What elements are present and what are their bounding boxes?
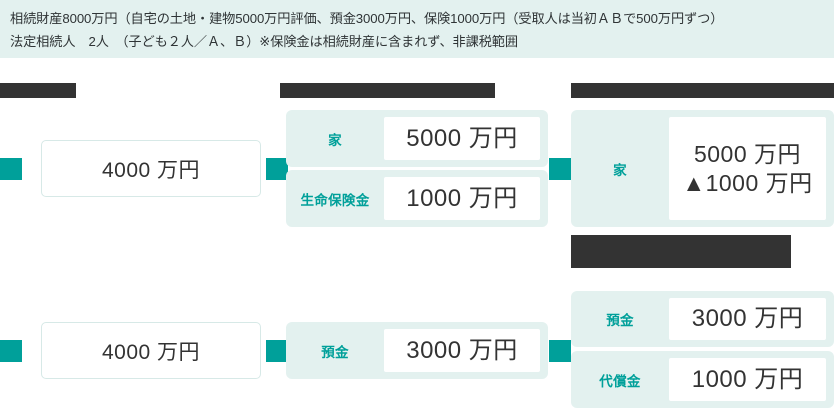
column-1-header-bar xyxy=(0,83,76,98)
column-3-row-deposit-value: 3000 万円 xyxy=(669,298,826,340)
column-1-top-amount-value: 4000 万円 xyxy=(101,158,201,182)
column-3-row-house-label: 家 xyxy=(613,162,627,178)
column-2-row-house-value-text: 5000 万円 xyxy=(406,124,518,152)
column-1-bottom-amount-box: 4000 万円 xyxy=(41,322,261,379)
column-3-row-deposit: 預金 3000 万円 xyxy=(571,291,834,347)
connector-square-left-bottom xyxy=(0,340,22,362)
column-3-row-compensation-value: 1000 万円 xyxy=(669,358,826,401)
column-2-row-life-insurance-label: 生命保険金 xyxy=(300,192,370,208)
connector-square-right-bottom xyxy=(549,340,571,362)
column-2-row-deposit-value-text: 3000 万円 xyxy=(406,336,518,364)
column-2-row-house-value: 5000 万円 xyxy=(384,117,540,160)
column-1-bottom-amount-value: 4000 万円 xyxy=(101,340,201,364)
column-2-row-life-insurance-value-text: 1000 万円 xyxy=(406,184,518,212)
column-3-row-house: 家 5000 万円 ▲1000 万円 xyxy=(571,110,834,227)
column-3-row-house-value-line-2: ▲1000 万円 xyxy=(682,169,813,196)
connector-square-mid-bottom xyxy=(266,340,288,362)
connector-square-right-top xyxy=(549,158,571,180)
column-2-row-deposit-label: 預金 xyxy=(321,344,349,360)
header-note-line-1: 相続財産8000万円（自宅の土地・建物5000万円評価、預金3000万円、保険1… xyxy=(10,11,724,26)
column-3-row-deposit-value-text: 3000 万円 xyxy=(691,305,804,333)
column-3-row-house-value-line-1: 5000 万円 xyxy=(693,141,802,168)
column-2-row-deposit: 預金 3000 万円 xyxy=(286,322,548,379)
column-2-row-house: 家 5000 万円 xyxy=(286,110,548,167)
column-3-header-bar xyxy=(571,83,834,98)
column-2-row-deposit-value: 3000 万円 xyxy=(384,329,540,372)
header-note-line-2: 法定相続人 2人 （子ども２人／Ａ、Ｂ）※保険金は相続財産に含まれず、非課税範囲 xyxy=(10,34,518,49)
column-3-row-compensation-label: 代償金 xyxy=(599,373,641,389)
column-3-row-house-value: 5000 万円 ▲1000 万円 xyxy=(669,117,826,220)
column-3-row-compensation: 代償金 1000 万円 xyxy=(571,351,834,408)
header-note: 相続財産8000万円（自宅の土地・建物5000万円評価、預金3000万円、保険1… xyxy=(0,0,834,58)
connector-square-left-top xyxy=(0,158,22,180)
column-2-row-life-insurance-value: 1000 万円 xyxy=(384,177,540,220)
column-2-row-house-label: 家 xyxy=(328,132,342,148)
column-2-header-bar xyxy=(280,83,495,98)
connector-square-mid-top xyxy=(266,158,288,180)
column-3-second-header-bar xyxy=(571,235,791,268)
column-2-row-life-insurance: 生命保険金 1000 万円 xyxy=(286,170,548,227)
column-3-row-deposit-label: 預金 xyxy=(606,313,634,328)
column-1-top-amount-box: 4000 万円 xyxy=(41,140,261,197)
column-3-row-compensation-value-text: 1000 万円 xyxy=(691,365,804,393)
